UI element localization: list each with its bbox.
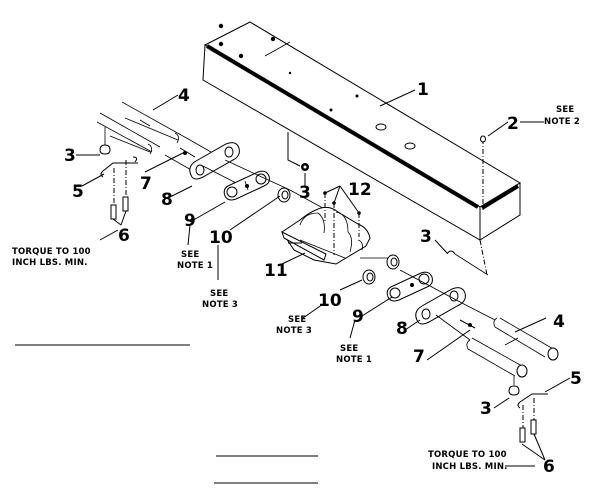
main-beam <box>202 21 521 276</box>
nut-right-bracket <box>508 376 520 396</box>
top-screw <box>480 135 486 210</box>
callout-3-beam: 3 <box>299 183 311 203</box>
beam-edge <box>205 44 480 209</box>
torque-note-left-line1: TORQUE TO 100 <box>12 247 91 257</box>
callout-4-right: 4 <box>553 312 565 332</box>
note-3-right: NOTE 3 <box>276 326 312 336</box>
beam-hole <box>375 123 387 131</box>
beam-hole <box>355 94 359 98</box>
torque-note-right-line2: INCH LBS. MIN. <box>432 462 508 472</box>
note-see-10-left: SEE <box>210 289 228 299</box>
beam-hole <box>404 142 416 150</box>
nut-left-bracket <box>99 127 111 155</box>
bolts-right <box>519 398 537 443</box>
clip-left <box>100 156 138 178</box>
torque-note-right-line1: TORQUE TO 100 <box>428 450 507 460</box>
nut-beam-right <box>446 250 489 276</box>
note-see-10-right: SEE <box>288 315 306 325</box>
callout-3-right: 3 <box>480 399 492 419</box>
callout-3-beam-right: 3 <box>420 227 432 247</box>
bearing-right <box>386 271 433 302</box>
callout-10-left: 10 <box>209 228 233 248</box>
beam-edge-end <box>480 184 520 210</box>
bolts-left <box>110 160 129 220</box>
note-see-9-right: SEE <box>340 344 358 354</box>
callout-5-left: 5 <box>72 182 84 202</box>
callout-7-right: 7 <box>413 347 425 367</box>
callout-1: 1 <box>417 80 429 100</box>
note-2-label: NOTE 2 <box>544 117 580 127</box>
callout-6-right: 6 <box>543 457 555 477</box>
nut-under-beam <box>301 163 309 171</box>
callout-3-left: 3 <box>64 146 76 166</box>
link-plate-left <box>189 142 241 186</box>
note-1-left: NOTE 1 <box>177 261 213 271</box>
torque-note-left-line2: INCH LBS. MIN. <box>12 258 88 268</box>
center-bracket <box>281 206 371 265</box>
callout-4-left: 4 <box>178 86 190 106</box>
callout-10-right: 10 <box>318 291 342 311</box>
arm-right <box>435 301 559 378</box>
arm-left <box>96 101 226 176</box>
callout-12: 12 <box>348 180 372 200</box>
beam-hanger <box>287 132 301 167</box>
link-plate-right <box>415 287 466 325</box>
center-line <box>224 159 291 191</box>
callout-2: 2 <box>507 114 519 134</box>
beam-hole <box>288 71 292 75</box>
note-3-left: NOTE 3 <box>202 300 238 310</box>
callout-9-right: 9 <box>352 307 364 327</box>
bushing-right <box>360 254 400 285</box>
clip-right <box>517 393 548 409</box>
beam-hole <box>238 53 244 59</box>
callout-9-left: 9 <box>184 211 196 231</box>
note-see: SEE <box>556 105 574 115</box>
pin-right <box>459 319 476 329</box>
beam-hole <box>218 41 224 47</box>
beam-center-line <box>479 239 488 276</box>
callout-8-left: 8 <box>161 190 173 210</box>
leader-lines <box>76 89 571 467</box>
callout-8-right: 8 <box>396 319 408 339</box>
bearing-left <box>223 170 270 201</box>
beam-hole <box>270 36 276 42</box>
pin-left <box>179 147 196 158</box>
callout-7-left: 7 <box>140 174 152 194</box>
beam-hole <box>329 108 333 112</box>
beam-seam <box>264 41 291 57</box>
note-see-9-left: SEE <box>181 250 199 260</box>
callout-11: 11 <box>264 261 288 281</box>
note-1-right: NOTE 1 <box>336 355 372 365</box>
callout-5-right: 5 <box>570 369 582 389</box>
beam-hole <box>218 23 224 29</box>
callout-6-left: 6 <box>118 226 130 246</box>
center-line <box>399 269 461 303</box>
